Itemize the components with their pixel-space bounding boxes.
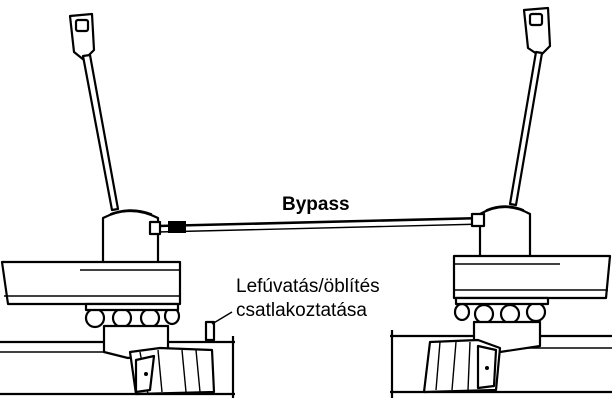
right-flange-plate [452,254,612,300]
blowdown-leader-line [211,311,233,325]
right-gate-segment [422,338,502,394]
right-valve [422,6,612,394]
right-actuator-head [478,205,532,264]
left-flange-plate [0,260,182,306]
left-flange-bolts [84,302,181,329]
left-valve [0,12,216,396]
blowdown-label-line2: csatlakoztatása [236,300,367,321]
bypass-line [148,212,486,236]
blowdown-port [204,320,216,342]
bypass-label: Bypass [282,194,350,215]
blowdown-label-line1: Lefúvatás/öblítés [236,276,380,297]
right-lever-handle [508,6,552,207]
left-lever-handle [68,12,120,212]
left-gate-segment [128,346,216,396]
right-flange-bolts [453,296,550,325]
